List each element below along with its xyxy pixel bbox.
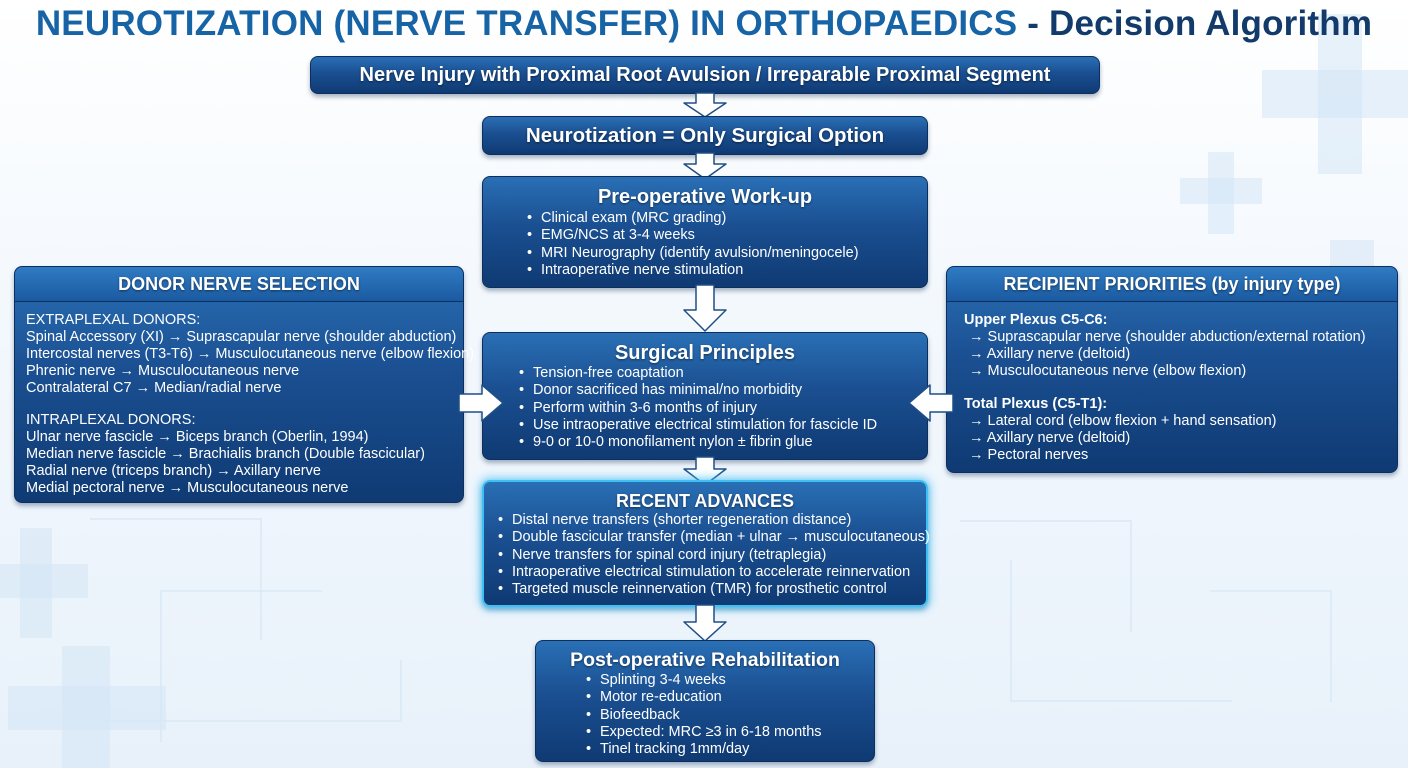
injury-box: Nerve Injury with Proximal Root Avulsion… bbox=[310, 56, 1100, 94]
flow-arrow-down bbox=[682, 604, 728, 642]
background-circuit-line bbox=[90, 518, 262, 640]
list-item: Median nerve fascicle → Brachialis branc… bbox=[26, 446, 425, 462]
list-item: Motor re-education bbox=[586, 689, 874, 707]
background-cross bbox=[1180, 178, 1262, 204]
list-item: → Musculocutaneous nerve (elbow flexion) bbox=[969, 363, 1247, 379]
background-circuit-line bbox=[960, 520, 1132, 632]
list-item: Clinical exam (MRC grading) bbox=[527, 210, 927, 228]
recipient-content: Upper Plexus C5-C6: → Suprascapular nerv… bbox=[947, 302, 1397, 464]
list-item: Nerve transfers for spinal cord injury (… bbox=[498, 547, 926, 565]
principles-title: Surgical Principles bbox=[614, 342, 796, 364]
list-item: Donor sacrificed has minimal/no morbidit… bbox=[519, 382, 927, 400]
list-item: Distal nerve transfers (shorter regenera… bbox=[498, 512, 926, 530]
title-suffix: - Decision Algorithm bbox=[1027, 4, 1373, 43]
background-circuit-line bbox=[1210, 590, 1332, 702]
flow-arrow-down bbox=[682, 92, 728, 118]
background-circuit-line bbox=[1010, 560, 1232, 702]
total-plexus-heading: Total Plexus (C5-T1): bbox=[964, 396, 1108, 412]
background-cross bbox=[0, 564, 88, 598]
list-item: Intercostal nerves (T3-T6) → Musculocuta… bbox=[26, 346, 475, 362]
arrow-left-icon bbox=[908, 384, 954, 422]
list-item: Double fascicular transfer (median + uln… bbox=[498, 529, 930, 547]
background-cross bbox=[8, 686, 166, 730]
flow-arrow-down bbox=[682, 152, 728, 180]
preop-list: Clinical exam (MRC grading) EMG/NCS at 3… bbox=[527, 210, 927, 279]
page-title: NEUROTIZATION (NERVE TRANSFER) IN ORTHOP… bbox=[0, 4, 1408, 44]
list-item: → Axillary nerve (deltoid) bbox=[969, 430, 1131, 446]
rehab-list: Splinting 3-4 weeks Motor re-education B… bbox=[586, 672, 874, 759]
advances-title: RECENT ADVANCES bbox=[615, 491, 794, 511]
flow-arrow-down bbox=[682, 456, 728, 486]
recipient-priorities-panel: RECIPIENT PRIORITIES (by injury type) Up… bbox=[946, 266, 1398, 473]
list-item: Ulnar nerve fascicle → Biceps branch (Ob… bbox=[26, 429, 369, 445]
only-option-box: Neurotization = Only Surgical Option bbox=[482, 116, 928, 155]
recipient-title: RECIPIENT PRIORITIES (by injury type) bbox=[947, 267, 1397, 302]
list-item: Biofeedback bbox=[586, 707, 874, 725]
background-cross bbox=[1262, 70, 1408, 118]
only-option-label: Neurotization = Only Surgical Option bbox=[525, 124, 885, 147]
list-item: → Pectoral nerves bbox=[969, 447, 1089, 463]
list-item: Perform within 3-6 months of injury bbox=[519, 400, 927, 418]
list-item: Expected: MRC ≥3 in 6-18 months bbox=[586, 724, 874, 742]
list-item: Targeted muscle reinnervation (TMR) for … bbox=[498, 581, 926, 599]
list-item: Spinal Accessory (XI) → Suprascapular ne… bbox=[26, 329, 457, 345]
preop-title: Pre-operative Work-up bbox=[597, 186, 813, 208]
background-circuit-line bbox=[100, 660, 402, 722]
extraplexal-heading: EXTRAPLEXAL DONORS: bbox=[26, 312, 201, 328]
principles-list: Tension-free coaptation Donor sacrificed… bbox=[519, 365, 927, 452]
upper-plexus-heading: Upper Plexus C5-C6: bbox=[964, 312, 1108, 328]
list-item: Tension-free coaptation bbox=[519, 365, 927, 383]
donor-title: DONOR NERVE SELECTION bbox=[15, 267, 463, 302]
surgical-principles-box: Surgical Principles Tension-free coaptat… bbox=[482, 332, 928, 460]
list-item: MRI Neurography (identify avulsion/menin… bbox=[527, 245, 927, 263]
list-item: Intraoperative nerve stimulation bbox=[527, 262, 927, 280]
list-item: Contralateral C7 → Median/radial nerve bbox=[26, 380, 282, 396]
recent-advances-box: RECENT ADVANCES Distal nerve transfers (… bbox=[482, 480, 930, 607]
title-main: NEUROTIZATION (NERVE TRANSFER) IN ORTHOP… bbox=[35, 4, 1018, 43]
list-item: → Suprascapular nerve (shoulder abductio… bbox=[969, 329, 1366, 345]
list-item: Radial nerve (triceps branch) → Axillary… bbox=[26, 463, 321, 479]
background-circuit-line bbox=[160, 590, 322, 742]
list-item: → Axillary nerve (deltoid) bbox=[969, 346, 1131, 362]
list-item: Intraoperative electrical stimulation to… bbox=[498, 564, 926, 582]
arrow-right-icon bbox=[458, 384, 504, 422]
donor-nerve-panel: DONOR NERVE SELECTION EXTRAPLEXAL DONORS… bbox=[14, 266, 475, 503]
list-item: EMG/NCS at 3-4 weeks bbox=[527, 227, 927, 245]
flow-arrow-down bbox=[682, 284, 728, 332]
preop-workup-box: Pre-operative Work-up Clinical exam (MRC… bbox=[482, 176, 928, 288]
list-item: Medial pectoral nerve → Musculocutaneous… bbox=[26, 480, 349, 496]
list-item: Use intraoperative electrical stimulatio… bbox=[519, 417, 927, 435]
rehabilitation-box: Post-operative Rehabilitation Splinting … bbox=[535, 640, 875, 762]
donor-content: EXTRAPLEXAL DONORS: Spinal Accessory (XI… bbox=[15, 302, 475, 497]
list-item: Tinel tracking 1mm/day bbox=[586, 741, 874, 759]
injury-label: Nerve Injury with Proximal Root Avulsion… bbox=[359, 64, 1051, 86]
rehab-title: Post-operative Rehabilitation bbox=[570, 649, 840, 671]
intraplexal-heading: INTRAPLEXAL DONORS: bbox=[26, 412, 196, 428]
list-item: 9-0 or 10-0 monofilament nylon ± fibrin … bbox=[519, 434, 927, 452]
advances-list: Distal nerve transfers (shorter regenera… bbox=[498, 512, 930, 599]
list-item: Phrenic nerve → Musculocutaneous nerve bbox=[26, 363, 300, 379]
list-item: Splinting 3-4 weeks bbox=[586, 672, 874, 690]
list-item: → Lateral cord (elbow flexion + hand sen… bbox=[969, 413, 1277, 429]
